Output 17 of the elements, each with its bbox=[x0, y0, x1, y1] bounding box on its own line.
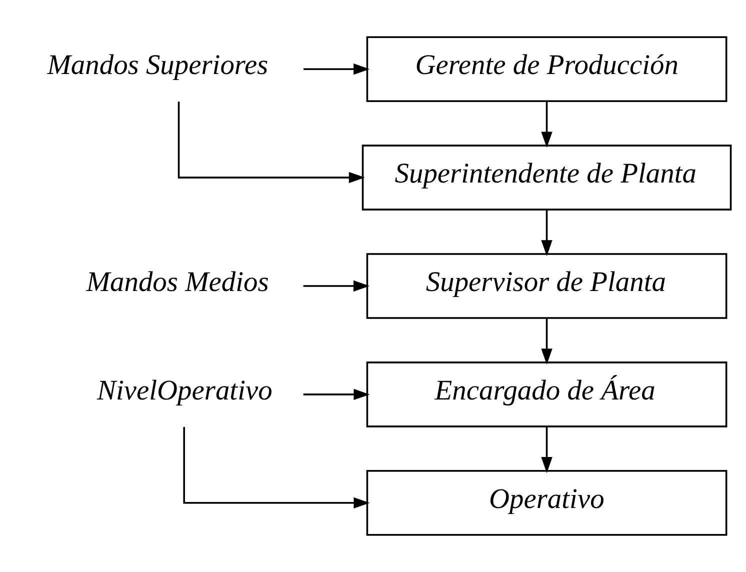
arrow bbox=[541, 426, 552, 474]
arrow bbox=[304, 64, 370, 75]
arrow bbox=[541, 102, 552, 148]
node-box: Supervisor de Planta bbox=[366, 253, 728, 319]
node-box: Encargado de Área bbox=[366, 362, 728, 428]
arrow bbox=[541, 318, 552, 365]
node-text: NivelOperativo bbox=[97, 375, 272, 406]
arrow bbox=[303, 280, 370, 292]
arrow bbox=[303, 388, 370, 400]
node-text: Mandos Superiores bbox=[47, 50, 268, 82]
node-text: Mandos Medios bbox=[86, 266, 269, 298]
arrow bbox=[541, 210, 552, 256]
node-box: Operativo bbox=[366, 470, 728, 536]
node-box: Superintendente de Planta bbox=[362, 144, 732, 210]
node-box: Gerente de Producción bbox=[366, 36, 728, 102]
arrow bbox=[178, 102, 365, 184]
arrow bbox=[183, 426, 370, 508]
